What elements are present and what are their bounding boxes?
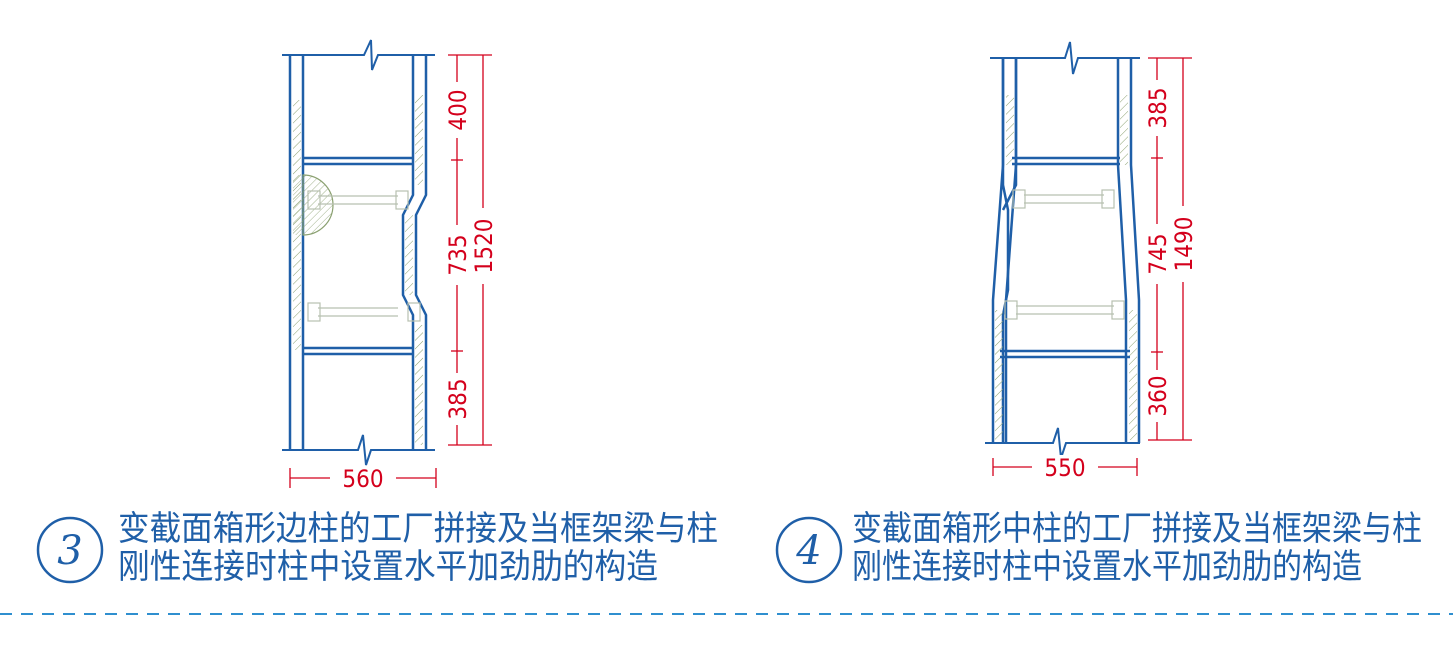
dimension-middle: 745 (1144, 233, 1172, 274)
lower-splice-plate (1000, 349, 1130, 359)
upper-splice-plate (303, 156, 413, 166)
dimension-bottom: 360 (1144, 375, 1172, 416)
horizontal-stiffener-lower (307, 302, 421, 322)
detail-3-elevation: 400 735 385 1520 560 (282, 39, 498, 493)
dimension-top: 400 (444, 89, 472, 130)
caption-line-1: 变截面箱形边柱的工厂拼接及当框架梁与柱 (118, 509, 718, 549)
weld-access-semicircle (293, 174, 334, 236)
left-flange-taper (991, 58, 1018, 443)
caption-line-2: 刚性连接时柱中设置水平加劲肋的构造 (852, 547, 1362, 587)
detail-4-caption: 4 变截面箱形中柱的工厂拼接及当框架梁与柱 刚性连接时柱中设置水平加劲肋的构造 (775, 509, 1422, 587)
right-flange-hatch (1120, 95, 1128, 165)
right-flange-hatch (405, 95, 423, 445)
dimension-total: 1520 (470, 219, 498, 274)
dimension-width: 560 (342, 465, 383, 493)
horizontal-stiffener-upper (1012, 189, 1115, 209)
right-flange (1116, 58, 1141, 443)
horizontal-stiffener-upper (307, 190, 409, 210)
left-flange-hatch (995, 310, 1003, 440)
break-line-top (282, 39, 435, 71)
detail-number-circle (775, 516, 843, 584)
detail-number: 4 (795, 528, 821, 574)
caption-line-2: 刚性连接时柱中设置水平加劲肋的构造 (118, 547, 658, 587)
dimension-width: 550 (1044, 454, 1085, 482)
upper-splice-plate (1012, 156, 1120, 166)
lower-splice-plate (303, 346, 413, 356)
caption-line-1: 变截面箱形中柱的工厂拼接及当框架梁与柱 (852, 509, 1422, 549)
detail-3-caption: 3 变截面箱形边柱的工厂拼接及当框架梁与柱 刚性连接时柱中设置水平加劲肋的构造 (36, 509, 718, 587)
dimension-top: 385 (1144, 87, 1172, 128)
dimension-middle: 735 (444, 234, 472, 275)
detail-number-circle (36, 516, 104, 584)
dimension-bottom: 385 (444, 378, 472, 419)
detail-number: 3 (57, 528, 82, 574)
break-line-bottom (985, 427, 1140, 459)
detail-4-elevation: 385 745 360 1490 550 (985, 41, 1198, 482)
dimension-total: 1490 (1170, 217, 1198, 272)
break-line-bottom (282, 434, 435, 466)
right-flange (401, 55, 428, 450)
break-line-top (990, 41, 1140, 75)
left-flange (288, 55, 305, 450)
horizontal-stiffener-lower (1004, 300, 1125, 320)
